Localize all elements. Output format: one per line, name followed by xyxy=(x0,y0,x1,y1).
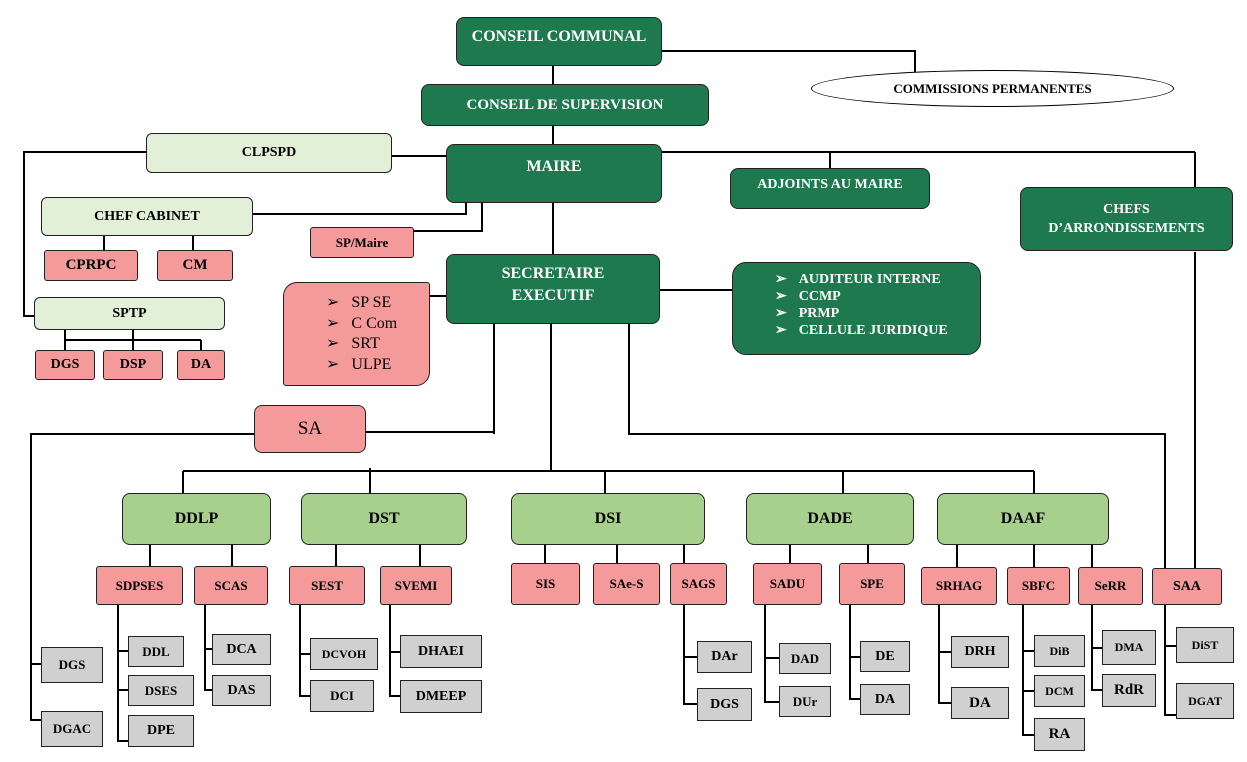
arrow-bullet-icon: ➢ xyxy=(775,272,787,287)
sp-list-item: ➢ SP SE xyxy=(326,293,397,314)
sadu-box: SADU xyxy=(753,563,822,605)
sags-box: SAGS xyxy=(670,563,727,605)
dci-box: DCI xyxy=(310,680,374,712)
dur-box: DUr xyxy=(779,686,831,717)
arrow-bullet-icon: ➢ xyxy=(326,355,340,373)
drh-box: DRH xyxy=(951,636,1009,668)
chef-cabinet-box: CHEF CABINET xyxy=(41,197,253,236)
sp-se-list: ➢ SP SE ➢ C Com ➢ SRT ➢ ULPE xyxy=(326,293,397,375)
dcvoh-box: DCVOH xyxy=(310,638,378,670)
spe-box: SPE xyxy=(839,563,905,605)
arrow-bullet-icon: ➢ xyxy=(326,294,340,311)
sp-list-item: ➢ ULPE xyxy=(326,355,397,376)
cprpc-box: CPRPC xyxy=(44,250,138,281)
dst-box: DST xyxy=(301,493,467,545)
dgs-sptp-box: DGS xyxy=(35,350,95,380)
sp-list-label: ULPE xyxy=(351,355,392,373)
dca-box: DCA xyxy=(212,634,271,665)
audit-list-label: AUDITEUR INTERNE xyxy=(798,272,941,287)
svemi-box: SVEMI xyxy=(380,566,452,605)
sp-se-list-box: ➢ SP SE ➢ C Com ➢ SRT ➢ ULPE xyxy=(283,282,430,386)
sis-box: SIS xyxy=(511,563,580,605)
audit-list-label: CCMP xyxy=(798,289,841,304)
arrow-bullet-icon: ➢ xyxy=(775,306,787,321)
ddl-box: DDL xyxy=(128,636,184,667)
da-spe-box: DA xyxy=(860,684,910,715)
dgac-box: DGAC xyxy=(41,711,103,747)
cm-box: CM xyxy=(157,250,233,281)
sp-maire-box: SP/Maire xyxy=(310,227,414,258)
saa-box: SAA xyxy=(1152,568,1222,605)
chefs-arrondissements-box: CHEFS D’ARRONDISSEMENTS xyxy=(1020,187,1233,251)
sdpses-box: SDPSES xyxy=(96,566,183,605)
maire-box: MAIRE xyxy=(446,144,662,203)
sp-list-item: ➢ SRT xyxy=(326,334,397,355)
sbfc-box: SBFC xyxy=(1007,567,1070,605)
ra-box: RA xyxy=(1034,718,1085,751)
clpspd-box: CLPSPD xyxy=(146,133,392,173)
arrow-bullet-icon: ➢ xyxy=(775,289,787,304)
dist-box: DiST xyxy=(1176,627,1234,663)
ddlp-box: DDLP xyxy=(122,493,271,545)
audit-list-box: ➢ AUDITEUR INTERNE ➢ CCMP ➢ PRMP ➢ CELLULE J… xyxy=(732,262,981,355)
dgat-box: DGAT xyxy=(1176,683,1234,719)
dar-box: DAr xyxy=(697,641,752,673)
sp-list-label: SRT xyxy=(351,335,380,352)
dcm-box: DCM xyxy=(1034,675,1085,707)
audit-list-label: CELLULE JURIDIQUE xyxy=(798,323,948,338)
daaf-box: DAAF xyxy=(937,493,1109,545)
audit-list-label: PRMP xyxy=(798,306,840,321)
arrow-bullet-icon: ➢ xyxy=(326,314,340,332)
arrow-bullet-icon: ➢ xyxy=(326,335,340,352)
da-srhag-box: DA xyxy=(951,687,1009,719)
dhaei-box: DHAEI xyxy=(400,635,482,668)
dses-box: DSES xyxy=(128,675,194,706)
commissions-permanentes-ellipse: COMMISSIONS PERMANENTES xyxy=(811,70,1174,107)
sptp-box: SPTP xyxy=(34,297,225,330)
sp-list-label: C Com xyxy=(351,314,398,332)
dgs-sags-box: DGS xyxy=(697,688,752,721)
dgs-sa-box: DGS xyxy=(41,647,103,683)
audit-list-item: ➢ PRMP xyxy=(775,305,948,322)
sp-list-item: ➢ C Com xyxy=(326,314,397,335)
audit-list: ➢ AUDITEUR INTERNE ➢ CCMP ➢ PRMP ➢ CELLULE J… xyxy=(775,271,948,339)
sa-box: SA xyxy=(254,405,366,453)
rdr-box: RdR xyxy=(1102,674,1156,707)
sest-box: SEST xyxy=(289,566,365,605)
dsp-box: DSP xyxy=(103,350,163,380)
adjoints-maire-box: ADJOINTS AU MAIRE xyxy=(730,168,930,209)
conseil-communal-box: CONSEIL COMMUNAL xyxy=(456,17,662,66)
saes-box: SAe-S xyxy=(593,563,660,605)
dade-box: DADE xyxy=(746,493,914,545)
audit-list-item: ➢ CCMP xyxy=(775,288,948,305)
de-box: DE xyxy=(860,641,910,672)
conseil-supervision-box: CONSEIL DE SUPERVISION xyxy=(421,84,709,126)
audit-list-item: ➢ AUDITEUR INTERNE xyxy=(775,271,948,288)
dpe-box: DPE xyxy=(128,715,194,747)
arrow-bullet-icon: ➢ xyxy=(775,323,787,338)
dib-box: DiB xyxy=(1034,635,1085,667)
dsi-box: DSI xyxy=(511,493,705,545)
serr-box: SeRR xyxy=(1078,567,1143,605)
da-sptp-box: DA xyxy=(177,350,225,380)
srhag-box: SRHAG xyxy=(921,567,997,605)
audit-list-item: ➢ CELLULE JURIDIQUE xyxy=(775,322,948,339)
das-box: DAS xyxy=(212,675,271,706)
dma-box: DMA xyxy=(1102,630,1156,665)
dad-box: DAD xyxy=(779,643,831,674)
scas-box: SCAS xyxy=(194,566,268,605)
sp-list-label: SP SE xyxy=(351,294,392,311)
dmeep-box: DMEEP xyxy=(400,680,482,713)
secretaire-executif-box: SECRETAIRE EXECUTIF xyxy=(446,254,660,324)
